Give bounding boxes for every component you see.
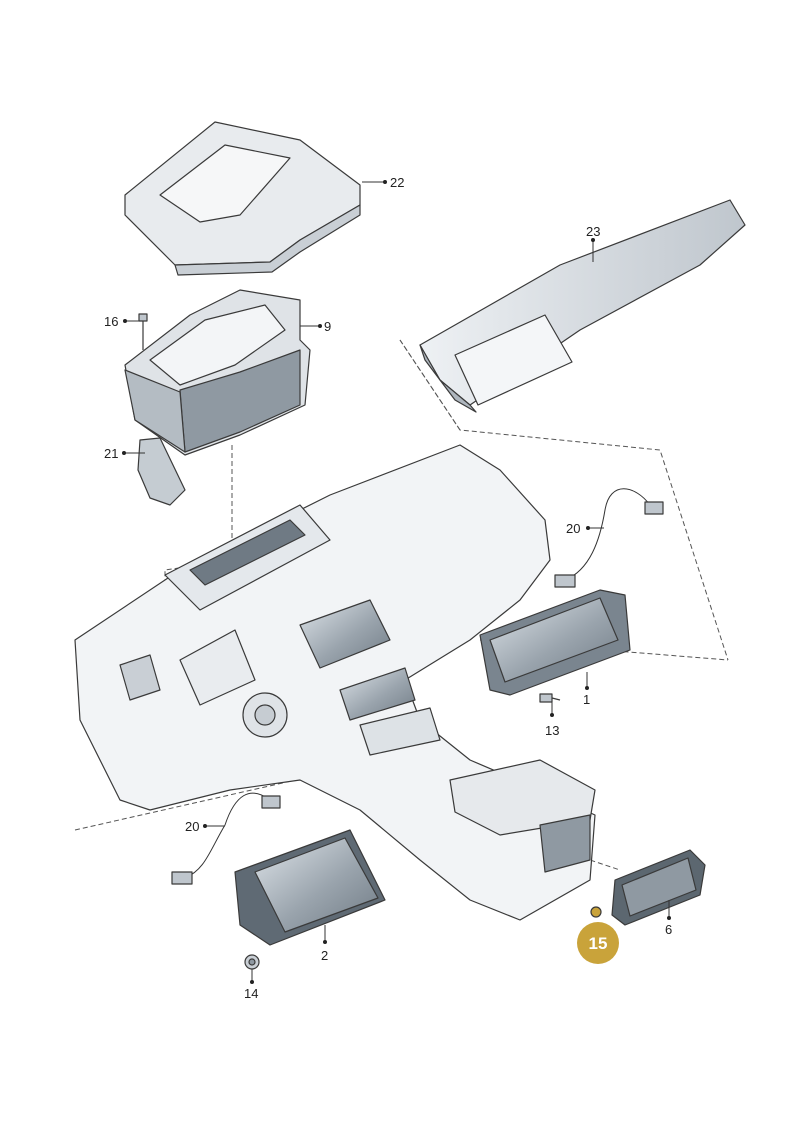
dashboard-assembly bbox=[74, 444, 596, 921]
callout-16: 16 bbox=[104, 314, 118, 329]
callout-1: 1 bbox=[583, 692, 590, 707]
part-14-nut bbox=[244, 954, 260, 970]
highlight-label: 15 bbox=[589, 934, 608, 953]
callout-22: 22 bbox=[390, 175, 404, 190]
part-23-display-trim bbox=[419, 199, 746, 413]
leader-lines bbox=[122, 180, 671, 984]
callout-9: 9 bbox=[324, 319, 331, 334]
part-2-display-unit bbox=[234, 829, 386, 946]
part-15-screw bbox=[590, 906, 602, 918]
callout-23: 23 bbox=[586, 224, 600, 239]
callout-21: 21 bbox=[104, 446, 118, 461]
callout-14: 14 bbox=[244, 986, 258, 1001]
part-9-control-unit bbox=[124, 289, 311, 456]
highlight-badge[interactable] bbox=[577, 922, 619, 964]
part-13-screw bbox=[539, 693, 561, 703]
part-16-screw bbox=[138, 313, 148, 350]
callout-labels: 22 23 16 9 21 20 1 13 20 2 14 6 bbox=[104, 175, 672, 1001]
callout-20-lower: 20 bbox=[185, 819, 199, 834]
callout-6: 6 bbox=[665, 922, 672, 937]
part-22-trim-frame bbox=[124, 121, 361, 276]
callout-20-upper: 20 bbox=[566, 521, 580, 536]
part-1-display-unit bbox=[479, 589, 631, 696]
part-20-cable-lower bbox=[171, 792, 281, 885]
callout-2: 2 bbox=[321, 948, 328, 963]
part-21-bracket bbox=[137, 437, 186, 506]
part-20-cable-upper bbox=[554, 488, 664, 588]
part-6-control-panel bbox=[611, 849, 706, 926]
highlight-callout-15[interactable]: 15 bbox=[577, 922, 619, 964]
callout-13: 13 bbox=[545, 723, 559, 738]
